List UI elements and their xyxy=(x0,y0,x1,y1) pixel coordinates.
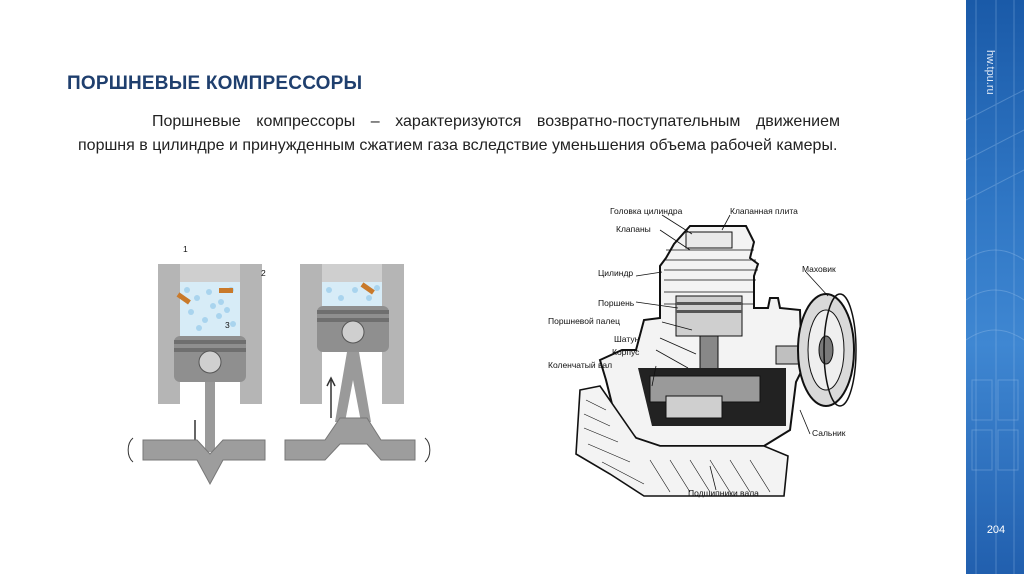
page-title: ПОРШНЕВЫЕ КОМПРЕССОРЫ xyxy=(67,73,363,94)
piston-stroke-diagram: 1 2 3 xyxy=(127,244,431,486)
page-number: 204 xyxy=(986,524,1006,536)
label-piston-pin: Поршневой палец xyxy=(548,316,620,326)
label-valves: Клапаны xyxy=(616,224,651,234)
label-gland: Сальник xyxy=(812,428,846,438)
intro-paragraph: Поршневые компрессоры – характеризуются … xyxy=(78,113,840,154)
piston-stage-compression xyxy=(284,264,431,463)
label-crankshaft: Коленчатый вал xyxy=(548,360,612,370)
compressor-cutaway-diagram: Головка цилиндра Клапанная плита Клапаны… xyxy=(548,206,857,498)
side-band-texture xyxy=(966,0,1024,574)
label-housing: Корпус xyxy=(612,347,640,357)
label-cylinder: Цилиндр xyxy=(598,268,633,278)
label-valve-plate: Клапанная плита xyxy=(730,206,798,216)
site-label: hw.tpu.ru xyxy=(984,50,996,95)
label-connecting-rod: Шатун xyxy=(614,334,640,344)
label-piston: Поршень xyxy=(598,298,635,308)
label-shaft-bearings: Подшипники вала xyxy=(688,488,759,498)
compressor-body xyxy=(575,225,857,497)
marker-3: 3 xyxy=(225,320,230,330)
piston-stage-intake: 1 2 3 xyxy=(127,244,266,486)
side-band xyxy=(966,0,1024,574)
label-flywheel: Маховик xyxy=(802,264,836,274)
label-cylinder-head: Головка цилиндра xyxy=(610,206,683,216)
marker-2: 2 xyxy=(261,268,266,278)
marker-1: 1 xyxy=(183,244,188,254)
leader-lines xyxy=(635,214,829,491)
